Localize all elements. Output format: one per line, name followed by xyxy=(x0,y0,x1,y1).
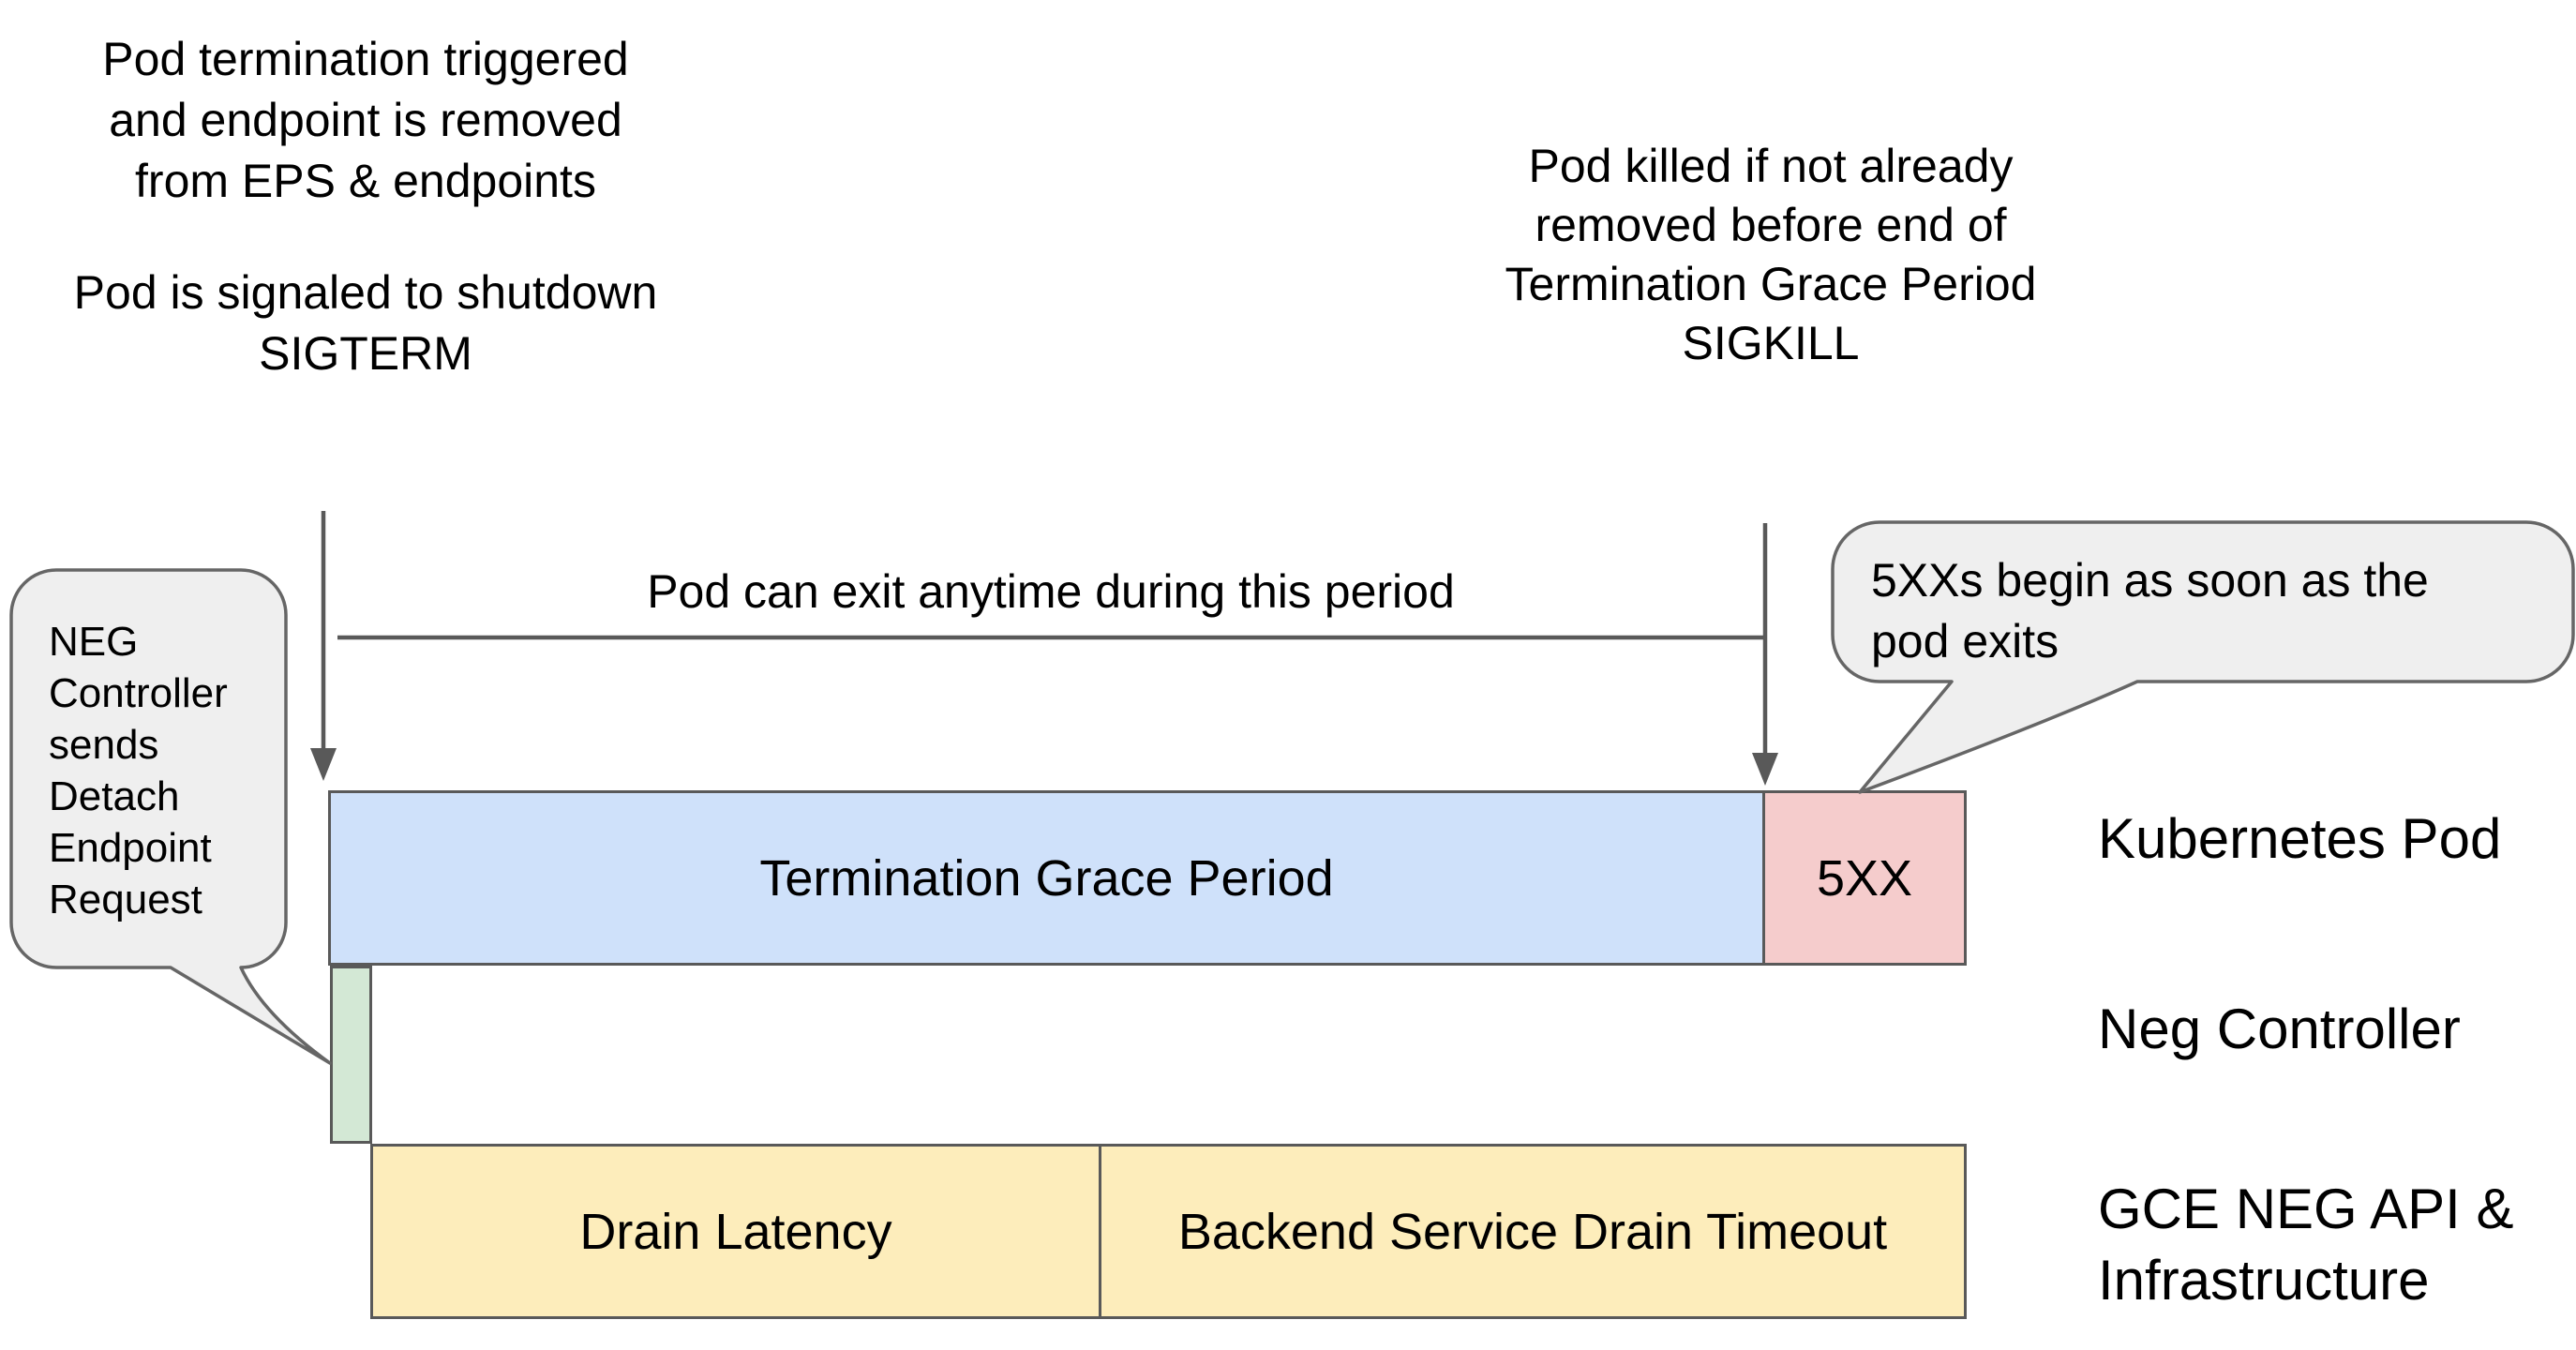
note-line: Pod can exit anytime during this period xyxy=(647,565,1455,618)
bubble-line: Request xyxy=(49,877,202,922)
bubble-line: pod exits xyxy=(1871,615,2059,668)
note-line: Pod is signaled to shutdown xyxy=(73,266,658,319)
note-line: SIGKILL xyxy=(1682,317,1860,369)
termination-grace-period-segment: Termination Grace Period xyxy=(331,793,1762,963)
pod-termination-triggered-note: Pod termination triggered and endpoint i… xyxy=(28,29,703,212)
termination-grace-period-label: Termination Grace Period xyxy=(759,849,1334,907)
neg-controller-detach-bar xyxy=(330,966,372,1144)
note-line: Termination Grace Period xyxy=(1505,258,2037,310)
row-label-line: GCE NEG API & xyxy=(2098,1178,2514,1240)
5xx-segment: 5XX xyxy=(1762,793,1964,963)
drain-latency-segment: Drain Latency xyxy=(373,1147,1099,1316)
row-label-gce-infrastructure: GCE NEG API & Infrastructure xyxy=(2098,1174,2513,1316)
sigkill-note: Pod killed if not already removed before… xyxy=(1429,137,2113,373)
sigterm-note: Pod is signaled to shutdown SIGTERM xyxy=(28,262,703,384)
drain-latency-label: Drain Latency xyxy=(579,1203,892,1260)
note-line: removed before end of xyxy=(1535,199,2007,251)
bubble-line: Endpoint xyxy=(49,825,212,871)
row-label-line: Infrastructure xyxy=(2098,1249,2430,1312)
bubble-line: Controller xyxy=(49,670,228,716)
row-label-kubernetes-pod: Kubernetes Pod xyxy=(2098,807,2502,870)
bubble-line: NEG xyxy=(49,619,139,665)
bubble-line: Detach xyxy=(49,773,180,819)
note-line: from EPS & endpoints xyxy=(135,155,596,207)
sigkill-arrow xyxy=(1752,523,1778,786)
bubble-line: 5XXs begin as soon as the xyxy=(1871,554,2429,607)
5xx-begin-bubble-text: 5XXs begin as soon as the pod exits xyxy=(1871,550,2429,672)
pod-can-exit-note: Pod can exit anytime during this period xyxy=(582,562,1520,622)
note-line: and endpoint is removed xyxy=(109,94,622,146)
gce-infrastructure-bar: Drain Latency Backend Service Drain Time… xyxy=(370,1144,1967,1319)
note-line: SIGTERM xyxy=(259,327,472,380)
note-line: Pod termination triggered xyxy=(102,33,629,85)
neg-controller-bubble-text: NEG Controller sends Detach Endpoint Req… xyxy=(49,616,228,925)
backend-service-drain-timeout-segment: Backend Service Drain Timeout xyxy=(1099,1147,1964,1316)
note-line: Pod killed if not already xyxy=(1528,140,2014,192)
backend-service-drain-timeout-label: Backend Service Drain Timeout xyxy=(1177,1203,1888,1260)
sigterm-arrow xyxy=(310,511,337,781)
bubble-line: sends xyxy=(49,722,159,768)
kubernetes-pod-bar: Termination Grace Period 5XX xyxy=(328,790,1967,966)
5xx-label: 5XX xyxy=(1816,849,1913,907)
row-label-neg-controller: Neg Controller xyxy=(2098,998,2461,1060)
